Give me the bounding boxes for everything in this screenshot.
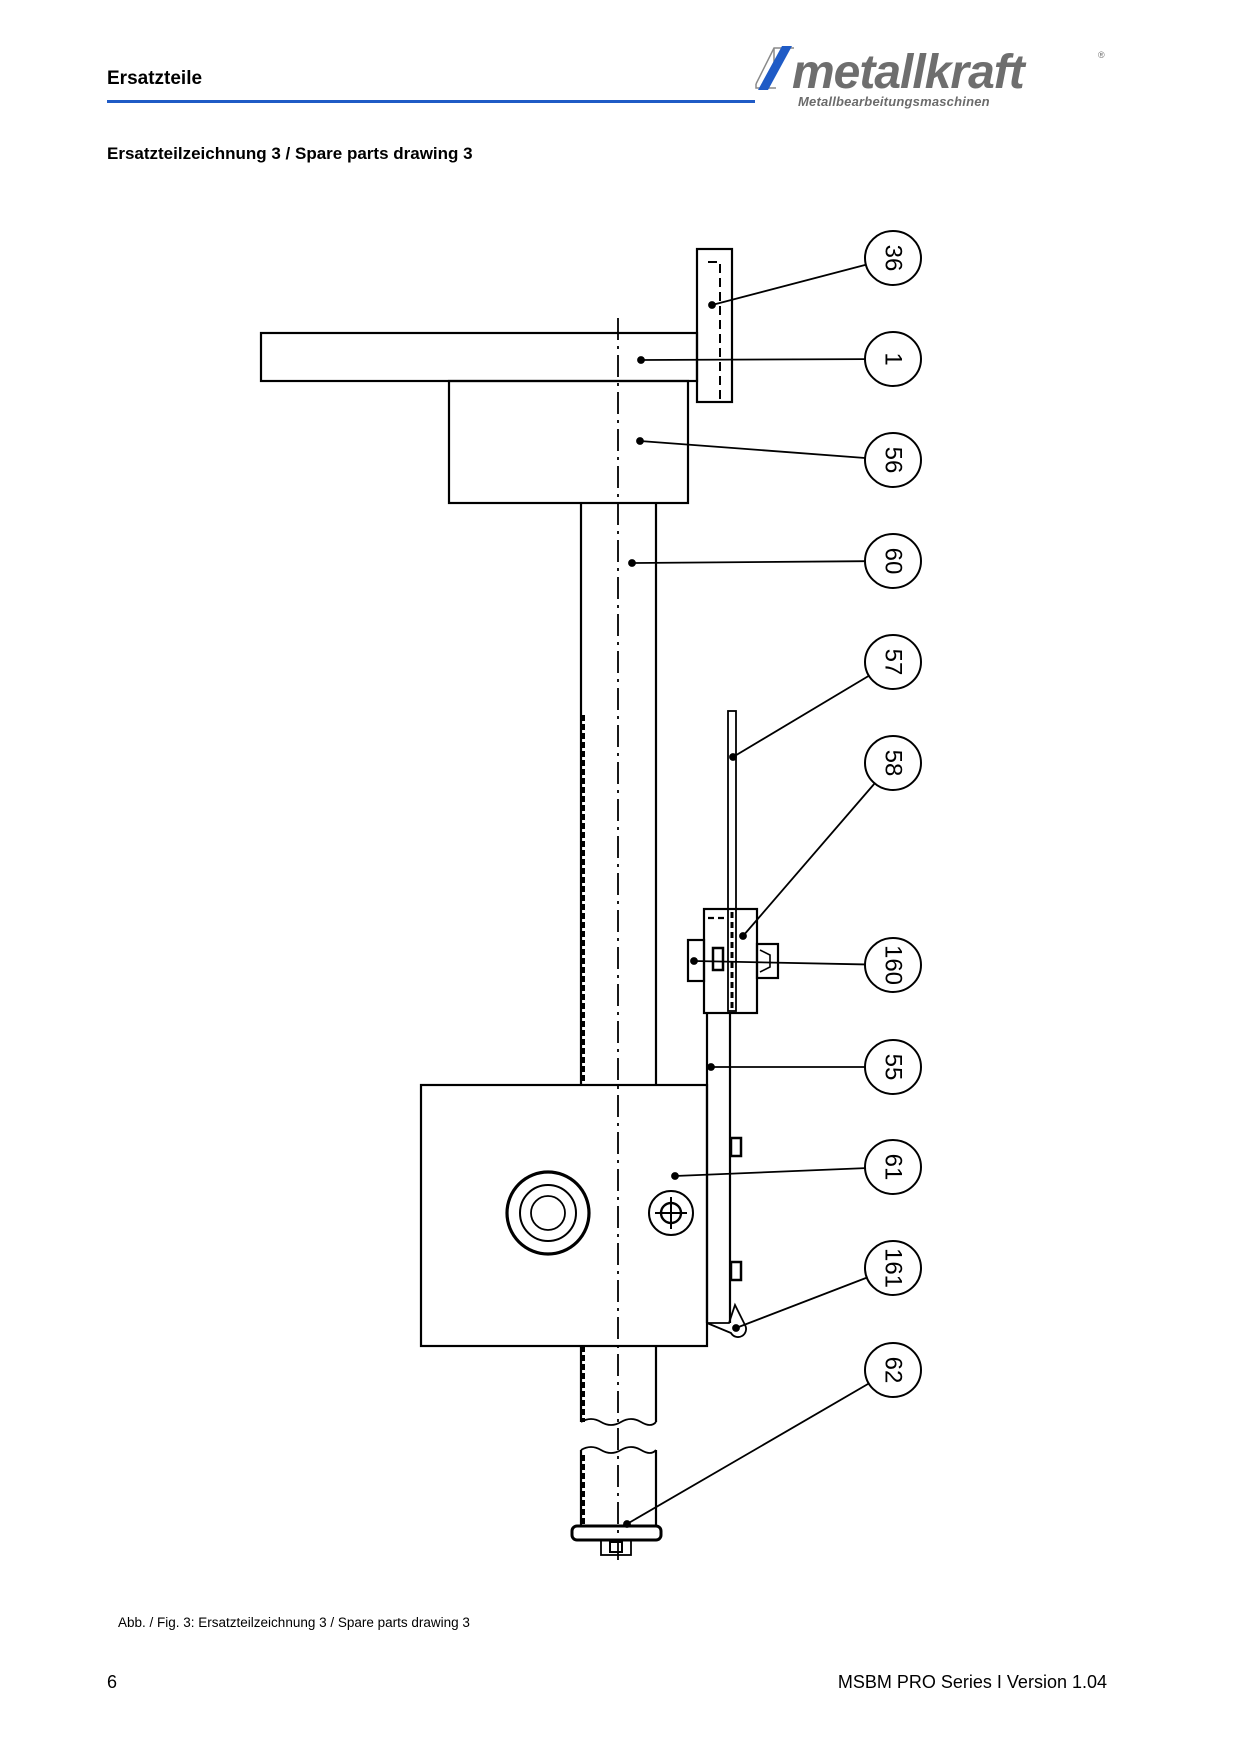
callout-bubble xyxy=(864,1342,922,1398)
callout-bubble xyxy=(864,937,922,993)
section-title: Ersatzteile xyxy=(107,68,203,89)
callout-60: 60 xyxy=(864,533,922,589)
part-foot-washer-bolt xyxy=(570,1524,663,1556)
callout-161: 161 xyxy=(864,1240,922,1296)
leader-dot-58 xyxy=(739,932,747,940)
callout-number: 61 xyxy=(880,1154,907,1181)
part-upper-block xyxy=(447,379,690,505)
page-number: 6 xyxy=(107,1672,118,1692)
leader-line-61 xyxy=(674,1167,866,1177)
part-lever-pin xyxy=(706,1302,747,1338)
logo-tagline: Metallbearbeitungsmaschinen xyxy=(798,94,990,109)
callout-number: 1 xyxy=(880,352,907,365)
callout-number: 161 xyxy=(880,1248,907,1288)
part-guide-strip xyxy=(705,1013,743,1323)
callout-number: 55 xyxy=(880,1054,907,1081)
callout-number: 58 xyxy=(880,750,907,777)
callout-bubble xyxy=(864,230,922,286)
leader-dot-36 xyxy=(708,301,716,309)
callout-number: 57 xyxy=(880,649,907,676)
leader-dot-1 xyxy=(637,356,645,364)
registered-mark: ® xyxy=(1098,50,1105,60)
callout-58: 58 xyxy=(864,735,922,791)
callout-number: 160 xyxy=(880,945,907,985)
part-rod xyxy=(727,710,737,1012)
logo-wordmark: metallkraft xyxy=(792,46,1027,99)
callout-bubble xyxy=(864,533,922,589)
leader-line-62 xyxy=(626,1382,870,1525)
leader-line-58 xyxy=(742,782,876,937)
callout-bubble xyxy=(864,1139,922,1195)
leader-dot-62 xyxy=(623,1520,631,1528)
leader-dot-55 xyxy=(707,1063,715,1071)
drawing-heading: Ersatzteilzeichnung 3 / Spare parts draw… xyxy=(107,144,473,163)
callout-number: 60 xyxy=(880,548,907,575)
part-flange-plate xyxy=(695,247,734,404)
leader-line-161 xyxy=(735,1276,868,1329)
callout-55: 55 xyxy=(864,1039,922,1095)
callout-36: 36 xyxy=(864,230,922,286)
metallkraft-cube-slash-icon xyxy=(755,46,794,90)
callout-62: 62 xyxy=(864,1342,922,1398)
header-rule xyxy=(107,100,755,103)
leader-dot-61 xyxy=(671,1172,679,1180)
callout-bubble xyxy=(864,1039,922,1095)
leader-line-160 xyxy=(693,960,866,966)
callout-56: 56 xyxy=(864,432,922,488)
callout-bubble xyxy=(864,1240,922,1296)
leader-dot-57 xyxy=(729,753,737,761)
leader-dot-161 xyxy=(732,1324,740,1332)
part-slide-block xyxy=(419,1083,709,1348)
leader-line-36 xyxy=(711,263,867,306)
part-clamp-screw xyxy=(711,942,780,980)
part-top-arm xyxy=(259,331,699,383)
part-column-tube xyxy=(579,503,658,1526)
leader-dot-160 xyxy=(690,957,698,965)
callout-number: 62 xyxy=(880,1357,907,1384)
leader-line-60 xyxy=(631,560,866,564)
callout-57: 57 xyxy=(864,634,922,690)
document-version: MSBM PRO Series I Version 1.04 xyxy=(837,1672,1107,1692)
leader-line-1 xyxy=(640,358,866,361)
callout-bubble xyxy=(864,331,922,387)
leader-line-57 xyxy=(732,675,870,758)
callout-bubble xyxy=(864,432,922,488)
callout-bubble xyxy=(864,634,922,690)
callout-number: 36 xyxy=(880,245,907,272)
figure-caption: Abb. / Fig. 3: Ersatzteilzeichnung 3 / S… xyxy=(118,1615,470,1630)
callout-61: 61 xyxy=(864,1139,922,1195)
leader-dot-60 xyxy=(628,559,636,567)
callout-number: 56 xyxy=(880,447,907,474)
callout-160: 160 xyxy=(864,937,922,993)
callout-1: 1 xyxy=(864,331,922,387)
callout-bubble xyxy=(864,735,922,791)
metallkraft-logo: metallkraft ® xyxy=(755,46,1105,99)
leader-dot-56 xyxy=(636,437,644,445)
leader-line-56 xyxy=(639,440,866,459)
